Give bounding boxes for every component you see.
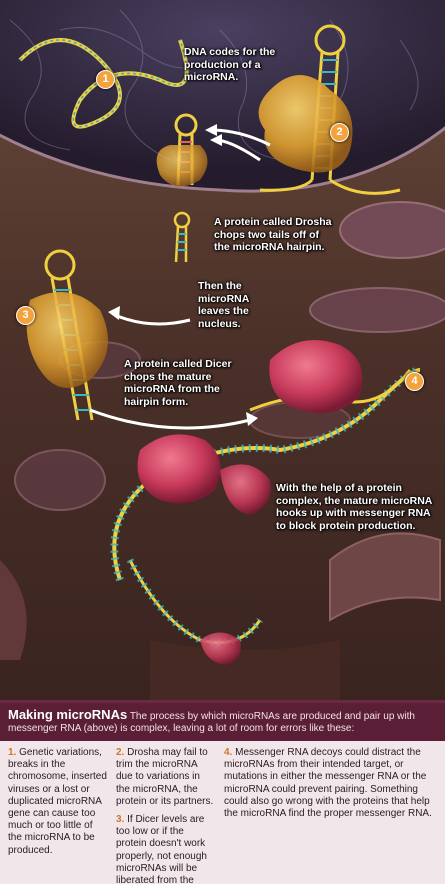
caption-dicer: A protein called Dicer chops the mature … xyxy=(124,358,232,408)
panel-title-line: Making microRNAs The process by which mi… xyxy=(8,707,438,735)
hairpin-3 xyxy=(173,211,191,263)
protein-complex-4 xyxy=(200,632,241,665)
dicer-protein xyxy=(26,292,109,388)
protein-complex-3 xyxy=(220,464,271,515)
info-panel: Making microRNAs The process by which mi… xyxy=(0,700,445,884)
step-badge-2: 2 xyxy=(330,123,349,142)
error-4-text: Messenger RNA decoys could distract the … xyxy=(224,747,432,820)
error-4: 4. Messenger RNA decoys could distract t… xyxy=(224,747,438,820)
illustration-svg xyxy=(0,0,445,700)
error-list: 1. Genetic variations, breaks in the chr… xyxy=(8,747,438,884)
step-badge-1: 1 xyxy=(96,70,115,89)
protein-complex-1 xyxy=(269,340,363,413)
step-badge-4: 4 xyxy=(405,372,424,391)
caption-dna-codes: DNA codes for the production of a microR… xyxy=(184,46,276,83)
illustration: 1 2 3 4 DNA codes for the production of … xyxy=(0,0,445,700)
error-3-text: If Dicer levels are too low or if the pr… xyxy=(116,814,207,884)
info-panel-header: Making microRNAs The process by which mi… xyxy=(0,703,445,741)
caption-drosha: A protein called Drosha chops two tails … xyxy=(214,216,332,253)
error-4-number: 4. xyxy=(224,747,233,758)
protein-complex-2 xyxy=(137,434,221,504)
arrow-3 xyxy=(114,313,191,326)
step-badge-3: 3 xyxy=(16,306,35,325)
error-1-number: 1. xyxy=(8,747,17,758)
messenger-rna-bases xyxy=(110,366,421,582)
error-1-text: Genetic variations, breaks in the chromo… xyxy=(8,747,107,856)
error-2-3: 2. Drosha may fail to trim the microRNA … xyxy=(116,747,216,884)
caption-leaves-nucleus: Then the microRNA leaves the nucleus. xyxy=(198,280,249,330)
error-2-number: 2. xyxy=(116,747,125,758)
chromatin xyxy=(9,9,419,161)
panel-title: Making microRNAs xyxy=(8,707,128,722)
error-2-text: Drosha may fail to trim the microRNA due… xyxy=(116,747,214,807)
error-1: 1. Genetic variations, breaks in the chr… xyxy=(8,747,108,857)
drosha-partner xyxy=(156,145,208,187)
arrow-heads xyxy=(108,124,258,426)
dna-rungs xyxy=(19,39,188,128)
panel-intro: The process by which microRNAs are produ… xyxy=(8,711,415,734)
organelles xyxy=(0,201,445,700)
drosha-protein xyxy=(258,75,353,173)
arrow-4 xyxy=(89,408,251,430)
error-3-number: 3. xyxy=(116,814,125,826)
caption-protein-complex: With the help of a protein complex, the … xyxy=(276,482,432,532)
